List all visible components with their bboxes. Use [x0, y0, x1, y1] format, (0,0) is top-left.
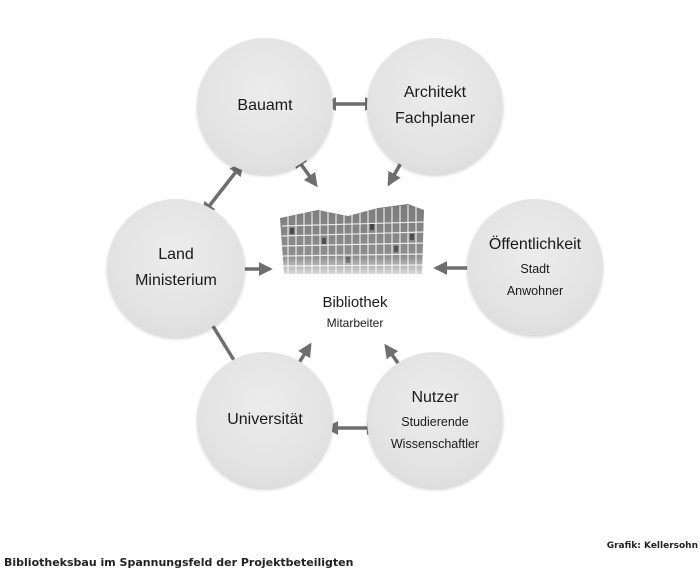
center-title: Bibliothek [322, 294, 388, 311]
figure-caption: Bibliotheksbau im Spannungsfeld der Proj… [4, 556, 354, 569]
node-nutzer-title: Nutzer [411, 389, 459, 406]
node-architekt: Architekt Fachplaner [367, 38, 503, 174]
node-land-line2: Ministerium [135, 272, 217, 289]
node-land-line1: Land [158, 246, 194, 263]
image-credit: Grafik: Kellersohn [606, 541, 698, 551]
node-oeffentlichkeit: Öffentlichkeit Stadt Anwohner [467, 199, 603, 335]
node-nutzer: Nutzer Studierende Wissenschaftler [367, 352, 503, 488]
node-universitaet-label: Universität [227, 411, 303, 428]
node-nutzer-sub1: Studierende [401, 415, 469, 429]
node-universitaet: Universität [197, 352, 333, 488]
node-bauamt: Bauamt [197, 38, 333, 174]
node-oeffentlichkeit-sub1: Stadt [520, 262, 550, 276]
node-bauamt-label: Bauamt [237, 97, 293, 114]
library-building-image [278, 200, 428, 280]
node-architekt-line2: Fachplaner [394, 110, 476, 127]
node-architekt-line1: Architekt [403, 84, 467, 101]
node-land: Land Ministerium [107, 199, 245, 337]
node-nutzer-sub2: Wissenschaftler [390, 437, 480, 451]
center-subtitle: Mitarbeiter [326, 316, 384, 330]
node-oeffentlichkeit-title: Öffentlichkeit [488, 236, 582, 253]
node-oeffentlichkeit-sub2: Anwohner [506, 284, 564, 298]
arrow-bauamt-land [201, 161, 244, 217]
